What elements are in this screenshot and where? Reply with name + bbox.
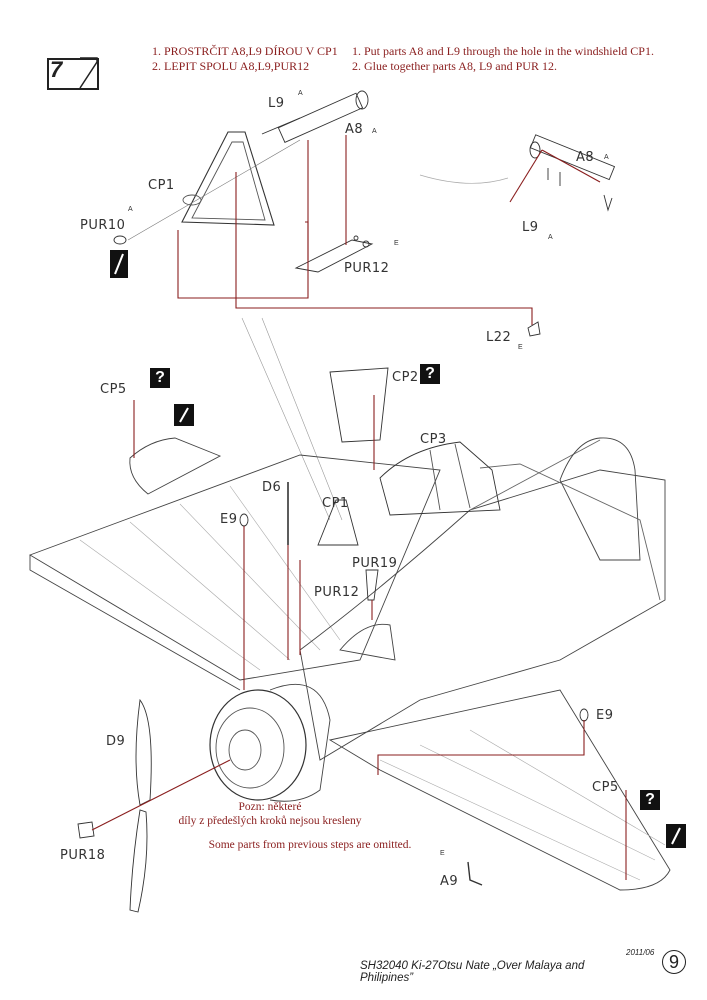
- optional-part-box-cp5-left: ?: [150, 368, 170, 388]
- callout-lines: [91, 135, 627, 880]
- glue-marker-e-a9: E: [440, 850, 445, 857]
- glue-marker-a-pur10: A: [128, 206, 133, 213]
- glue-marker-e-pur12: E: [394, 240, 399, 247]
- windshield-cp1-detail: [127, 131, 301, 241]
- canopy-cp3: [379, 441, 501, 516]
- l22-part: [527, 321, 541, 337]
- a9-part: [467, 861, 483, 886]
- label-l22: L22: [486, 330, 512, 345]
- label-pur12-top: PUR12: [344, 261, 390, 276]
- footer-date: 2011/06: [626, 948, 655, 957]
- label-a9: A9: [440, 874, 459, 889]
- instruction-en-2: 2. Glue together parts A8, L9 and PUR 12…: [352, 59, 557, 73]
- aircraft-left-wing: [28, 454, 441, 691]
- note-english: Some parts from previous steps are omitt…: [208, 839, 412, 851]
- label-cp3: CP3: [420, 432, 447, 447]
- aircraft-fuselage: [299, 439, 666, 761]
- gunsight-a8-l9-detail: [261, 90, 369, 143]
- label-l9-right: L9: [522, 220, 539, 235]
- pur18-part: [77, 821, 95, 839]
- windshield-cp1: [317, 499, 359, 546]
- clear-symbol-cp5-left: [174, 404, 194, 426]
- page-number: 9: [662, 950, 686, 974]
- label-pur18: PUR18: [60, 848, 106, 863]
- optional-part-box-cp2: ?: [420, 364, 440, 384]
- instruction-cz-2: 2. LEPIT SPOLU A8,L9,PUR12: [152, 59, 310, 73]
- label-d6: D6: [262, 480, 282, 495]
- label-cp1-top: CP1: [148, 178, 175, 193]
- label-a8-top: A8: [345, 122, 364, 137]
- aircraft-right-wing: [328, 689, 671, 891]
- label-cp1-main: CP1: [322, 496, 349, 511]
- instruction-cz-1: 1. PROSTRČIT A8,L9 DÍROU V CP1: [152, 44, 338, 58]
- cockpit-opening: [339, 623, 396, 661]
- pur19-part: [365, 569, 379, 601]
- pur12-bracket-detail: [294, 235, 374, 273]
- label-a8-right: A8: [576, 150, 595, 165]
- glue-marker-a-a8-right: A: [604, 154, 609, 161]
- label-pur10: PUR10: [80, 218, 126, 233]
- pur10-part: [113, 235, 127, 245]
- label-d9: D9: [106, 734, 126, 749]
- label-l9-top: L9: [268, 96, 285, 111]
- gunsight-assembled-detail: [529, 134, 616, 212]
- label-cp2: CP2: [392, 370, 419, 385]
- glue-marker-a-l9-right: A: [548, 234, 553, 241]
- note-cz-line-2: díly z předešlých kroků nejsou kresleny: [178, 815, 362, 827]
- note-block: Pozn: některé díly z předešlých kroků ne…: [150, 800, 390, 828]
- label-cp5-left: CP5: [100, 382, 127, 397]
- footer-title: SH32040 Ki-27Otsu Nate „Over Malaya and …: [360, 960, 585, 984]
- label-pur12-main: PUR12: [314, 585, 360, 600]
- label-cp5-right: CP5: [592, 780, 619, 795]
- engine-cowling: [209, 683, 331, 802]
- instruction-en-1: 1. Put parts A8 and L9 through the hole …: [352, 44, 654, 58]
- aircraft-tail: [479, 437, 661, 601]
- optional-part-box-cp5-right: ?: [640, 790, 660, 810]
- clear-symbol-cp5-right: [666, 824, 686, 848]
- left-wingtip-detail: [129, 437, 222, 495]
- note-cz-line-1: Pozn: některé: [238, 801, 302, 813]
- label-e9-left: E9: [220, 512, 238, 527]
- clear-symbol-cp1: [110, 250, 128, 278]
- glue-marker-a-l9: A: [298, 90, 303, 97]
- step-number: 7: [50, 57, 63, 82]
- glue-marker-e-l22: E: [518, 344, 523, 351]
- label-e9-right: E9: [596, 708, 614, 723]
- label-pur19: PUR19: [352, 556, 398, 571]
- canopy-cp2: [329, 367, 389, 443]
- step-number-box: [47, 58, 99, 90]
- instructions-english: 1. Put parts A8 and L9 through the hole …: [352, 44, 654, 74]
- instructions-czech: 1. PROSTRČIT A8,L9 DÍROU V CP1 2. LEPIT …: [152, 44, 338, 74]
- glue-marker-a-a8: A: [372, 128, 377, 135]
